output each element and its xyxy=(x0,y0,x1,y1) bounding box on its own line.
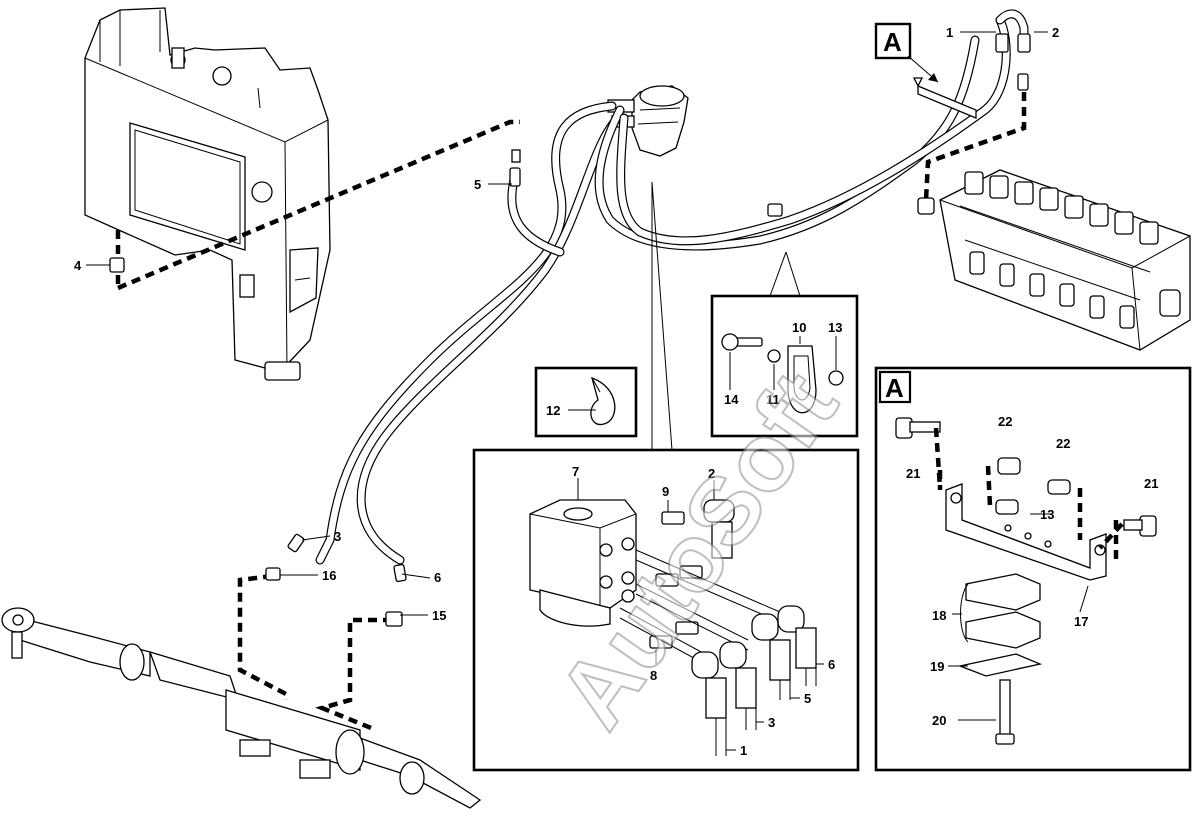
unit-tubes xyxy=(619,549,781,671)
label-11: 11 xyxy=(766,392,780,407)
label-4: 4 xyxy=(74,258,82,273)
steering-unit-detail: 7 2 9 8 6 5 3 1 xyxy=(472,448,860,772)
label-5-detail: 5 xyxy=(804,691,811,706)
view-marker-letter: A xyxy=(883,27,902,57)
label-6: 6 xyxy=(434,570,441,585)
control-valve xyxy=(917,169,1191,351)
unit-adapters xyxy=(649,511,703,649)
label-2: 2 xyxy=(1052,25,1059,40)
main-labels: 1 2 3 4 5 6 15 16 xyxy=(74,25,1059,623)
label-9: 9 xyxy=(662,484,669,499)
label-13-bracket: 13 xyxy=(1040,507,1054,522)
label-15: 15 xyxy=(432,608,446,623)
label-1: 1 xyxy=(946,25,953,40)
clamp-detail: 10 13 14 11 xyxy=(710,294,859,438)
label-13: 13 xyxy=(828,320,842,335)
label-6-detail: 6 xyxy=(828,657,835,672)
label-18: 18 xyxy=(932,608,946,623)
label-10: 10 xyxy=(792,320,806,335)
label-21-b: 21 xyxy=(1144,476,1158,491)
label-7: 7 xyxy=(572,464,579,479)
bracket-detail: A 22 22 21 21 13 18 17 xyxy=(874,366,1192,772)
valve-sections xyxy=(964,171,1181,329)
label-14: 14 xyxy=(724,392,739,407)
inset-title: A xyxy=(885,373,904,403)
label-17: 17 xyxy=(1074,614,1088,629)
view-marker-a: A xyxy=(874,22,939,83)
detail-callout-lines xyxy=(651,181,801,451)
label-19: 19 xyxy=(930,659,944,674)
hose-bundle xyxy=(287,9,1031,583)
label-20: 20 xyxy=(932,713,946,728)
main-fittings xyxy=(109,257,403,627)
unit-hose-ends xyxy=(691,499,817,756)
label-5: 5 xyxy=(474,177,481,192)
label-3: 3 xyxy=(334,529,341,544)
label-3-detail: 3 xyxy=(768,715,775,730)
label-2-detail: 2 xyxy=(708,466,715,481)
label-22-b: 22 xyxy=(1056,436,1070,451)
hose-bracket-top xyxy=(912,77,977,119)
steering-cylinder xyxy=(1,607,482,809)
label-22-a: 22 xyxy=(998,414,1012,429)
label-21-a: 21 xyxy=(906,466,920,481)
label-16: 16 xyxy=(322,568,336,583)
label-8: 8 xyxy=(650,668,657,683)
label-12: 12 xyxy=(546,403,560,418)
label-1-detail: 1 xyxy=(740,743,747,758)
hydraulic-tank xyxy=(84,7,331,381)
clip-detail: 12 xyxy=(534,366,638,438)
